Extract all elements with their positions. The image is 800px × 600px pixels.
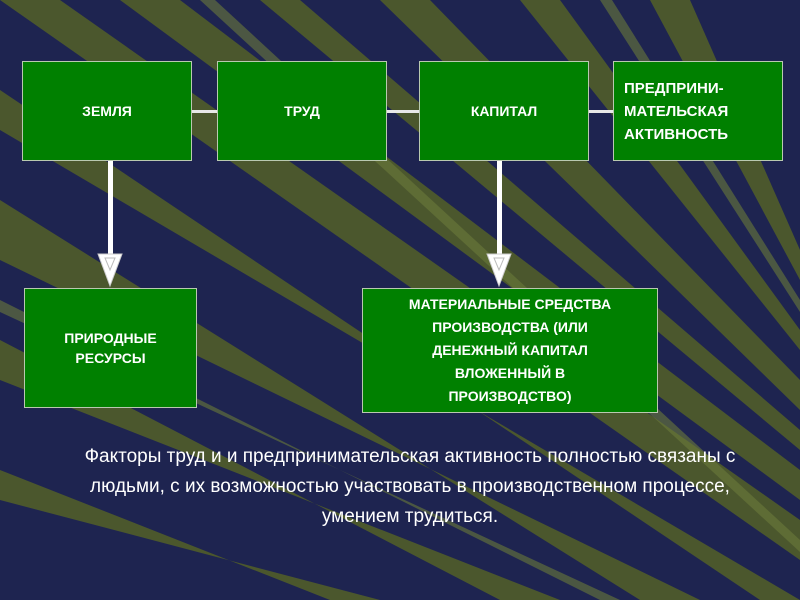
box-natural-resources: ПРИРОДНЫЕ РЕСУРСЫ <box>24 288 197 408</box>
connector-3 <box>589 110 613 113</box>
box-labor: ТРУД <box>217 61 387 161</box>
box-entrepreneurship: ПРЕДПРИНИ- МАТЕЛЬСКАЯ АКТИВНОСТЬ <box>613 61 783 161</box>
connector-2 <box>387 110 419 113</box>
box-means-of-production: МАТЕРИАЛЬНЫЕ СРЕДСТВА ПРОИЗВОДСТВА (ИЛИ … <box>362 288 658 413</box>
arrow-capital-to-means <box>486 161 512 288</box>
connector-1 <box>192 110 217 113</box>
caption-text: Факторы труд и и предпринимательская акт… <box>84 446 736 527</box>
box-land: ЗЕМЛЯ <box>22 61 192 161</box>
arrow-land-to-resources <box>97 161 123 288</box>
box-capital: КАПИТАЛ <box>419 61 589 161</box>
